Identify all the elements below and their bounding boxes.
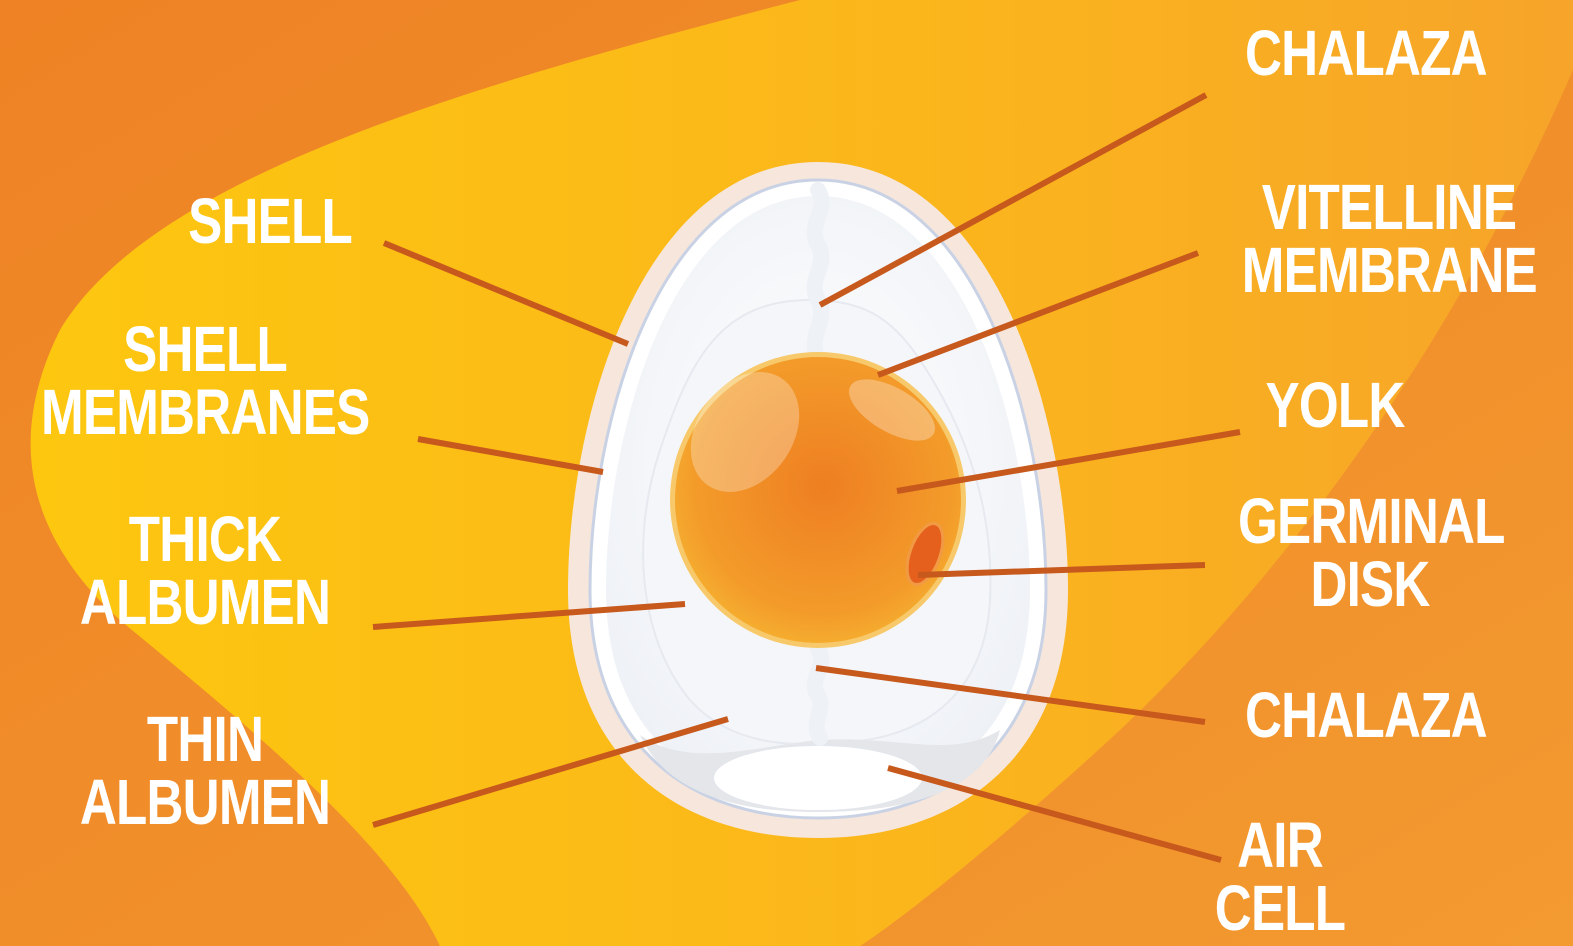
label-thick-albumen-line-1: THICK: [73, 508, 337, 571]
label-germinal-disk-line-2: DISK: [1238, 553, 1502, 616]
chalaza-bottom-strand: [815, 650, 822, 738]
label-thick-albumen-line-2: ALBUMEN: [73, 571, 337, 634]
label-vitelline-membrane-line-2: MEMBRANE: [1242, 239, 1536, 302]
label-germinal-disk-line-1: GERMINAL: [1238, 490, 1502, 553]
label-shell: SHELL: [182, 190, 358, 253]
label-thick-albumen: THICK ALBUMEN: [73, 508, 337, 633]
label-yolk: YOLK: [1255, 374, 1415, 437]
label-thin-albumen: THIN ALBUMEN: [73, 708, 337, 833]
label-chalaza-bottom-line-1: CHALAZA: [1245, 684, 1485, 747]
chalaza-top-strand: [815, 190, 822, 360]
air-cell: [713, 745, 923, 811]
label-chalaza-bottom: CHALAZA: [1245, 684, 1485, 747]
label-air-cell-line-2: CELL: [1212, 877, 1348, 940]
label-shell-membranes-line-2: MEMBRANES: [41, 381, 369, 444]
label-shell-line-1: SHELL: [182, 190, 358, 253]
label-shell-membranes-line-1: SHELL: [41, 318, 369, 381]
label-vitelline-membrane-line-1: VITELLINE: [1242, 176, 1536, 239]
label-thin-albumen-line-2: ALBUMEN: [73, 771, 337, 834]
label-chalaza-top: CHALAZA: [1245, 22, 1485, 85]
label-chalaza-top-line-1: CHALAZA: [1245, 22, 1485, 85]
label-thin-albumen-line-1: THIN: [73, 708, 337, 771]
label-shell-membranes: SHELL MEMBRANES: [41, 318, 369, 443]
label-air-cell: AIR CELL: [1212, 814, 1348, 939]
label-air-cell-line-1: AIR: [1212, 814, 1348, 877]
label-germinal-disk: GERMINAL DISK: [1238, 490, 1502, 615]
label-yolk-line-1: YOLK: [1255, 374, 1415, 437]
label-vitelline-membrane: VITELLINE MEMBRANE: [1242, 176, 1536, 301]
